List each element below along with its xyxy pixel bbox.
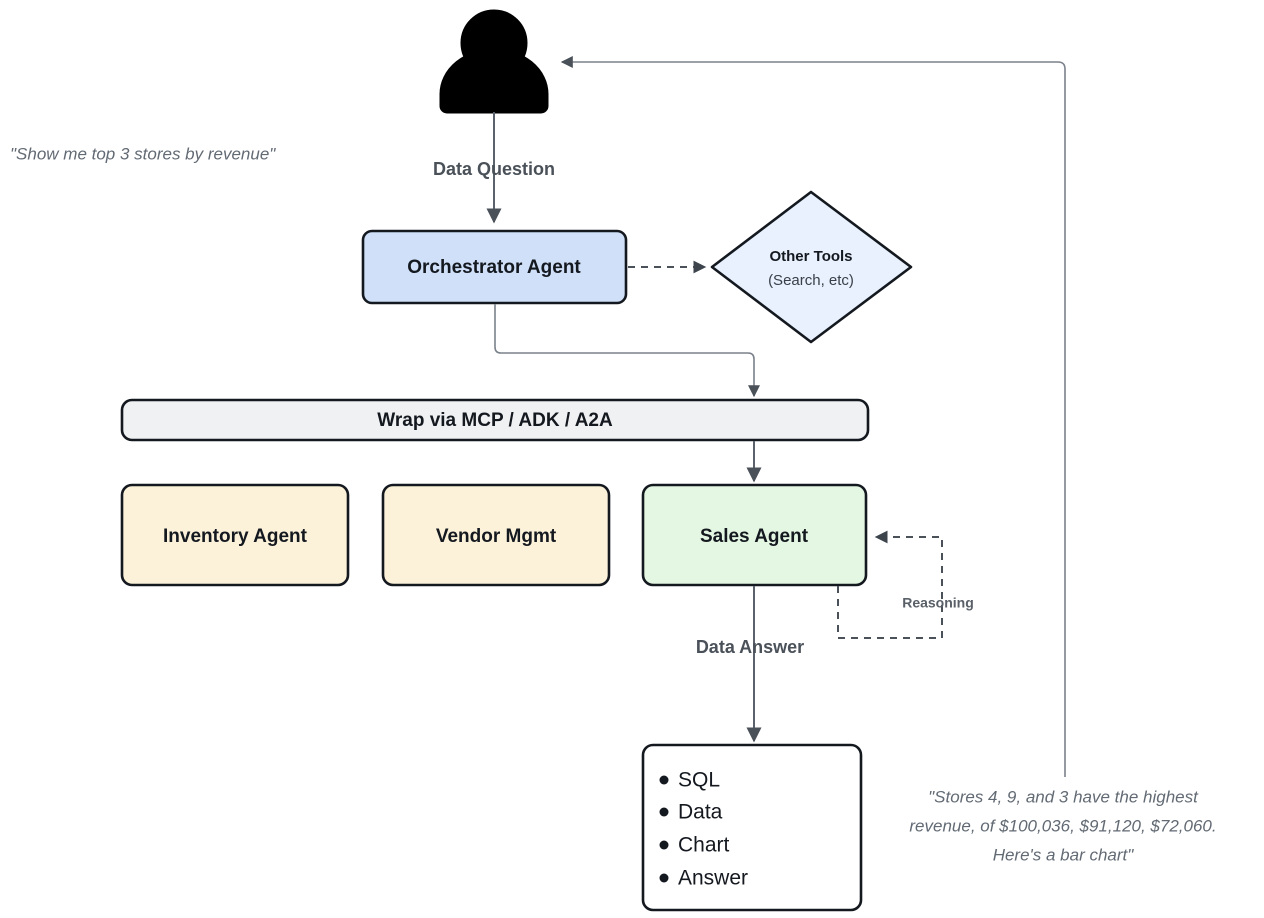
edge-label-reasoning: Reasoning	[902, 595, 974, 611]
node-vendor-mgmt[interactable]: Vendor Mgmt	[381, 483, 611, 587]
answer-quote-line-2: revenue, of $100,036, $91,120, $72,060.	[909, 816, 1216, 835]
inventory-agent-label: Inventory Agent	[163, 526, 308, 547]
list-item: SQL	[659, 769, 720, 792]
list-item: Data	[659, 801, 723, 824]
edge-label-data-question: Data Question	[433, 159, 555, 179]
bullet-icon	[659, 775, 669, 785]
node-wrap-bar[interactable]: Wrap via MCP / ADK / A2A	[120, 398, 870, 442]
vendor-mgmt-label: Vendor Mgmt	[436, 526, 557, 547]
bullet-icon	[659, 807, 669, 817]
edge-orchestrator-to-wrap-bar	[494, 304, 760, 398]
other-tools-sublabel: (Search, etc)	[768, 272, 854, 289]
bullet-icon	[659, 873, 669, 883]
list-item: Chart	[659, 834, 730, 857]
sales-agent-label: Sales Agent	[700, 526, 809, 547]
node-orchestrator-agent[interactable]: Orchestrator Agent	[361, 229, 628, 305]
answer-quote-line-1: "Stores 4, 9, and 3 have the highest	[928, 787, 1199, 806]
node-other-tools[interactable]: Other Tools (Search, etc)	[710, 190, 913, 344]
edge-output-to-user	[560, 56, 1066, 777]
wrap-bar-label: Wrap via MCP / ADK / A2A	[377, 410, 613, 431]
person-icon	[439, 9, 549, 114]
list-item: Answer	[659, 867, 748, 890]
edge-reasoning-loop	[837, 530, 943, 639]
edge-label-data-answer: Data Answer	[696, 637, 804, 657]
answer-quote-line-3: Here's a bar chart"	[993, 845, 1135, 864]
output-item-label: Answer	[678, 867, 748, 890]
orchestrator-agent-label: Orchestrator Agent	[407, 257, 581, 278]
node-sales-agent[interactable]: Sales Agent	[641, 483, 868, 587]
bullet-icon	[659, 840, 669, 850]
node-inventory-agent[interactable]: Inventory Agent	[120, 483, 350, 587]
output-item-label: Data	[678, 801, 723, 824]
node-output-box[interactable]: SQL Data Chart Answer	[641, 743, 863, 912]
other-tools-label: Other Tools	[769, 248, 852, 265]
output-item-label: SQL	[678, 769, 720, 792]
question-quote-text: "Show me top 3 stores by revenue"	[10, 144, 276, 163]
output-item-label: Chart	[678, 834, 730, 857]
